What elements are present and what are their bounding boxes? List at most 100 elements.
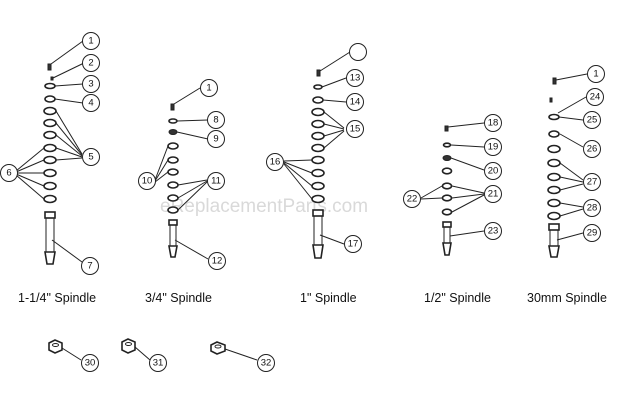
callout-21[interactable]: 21 <box>484 185 502 203</box>
spindle-shaft <box>548 223 560 258</box>
spindle-shaft <box>442 221 452 256</box>
svg-text:1: 1 <box>206 83 211 94</box>
callouts: 1 2 3 4 5 6 7 1 8 9 10 11 12 13 14 15 16… <box>0 32 605 372</box>
svg-text:10: 10 <box>142 176 153 187</box>
spacer <box>168 129 178 135</box>
svg-text:19: 19 <box>488 142 499 153</box>
spacer <box>44 95 56 103</box>
callout-15[interactable]: 15 <box>346 120 364 138</box>
callout-11[interactable]: 11 <box>207 172 225 190</box>
spindle-shaft <box>168 219 178 258</box>
callout-2[interactable]: 2 <box>82 54 100 72</box>
svg-text:13: 13 <box>350 73 361 84</box>
washer <box>44 82 56 90</box>
svg-text:15: 15 <box>350 124 361 135</box>
spindle-title-1-2: 1/2" Spindle <box>424 291 491 305</box>
svg-text:20: 20 <box>488 166 499 177</box>
set-screw <box>316 69 321 77</box>
callout-23[interactable]: 23 <box>484 222 502 240</box>
bearing-stack <box>311 107 325 204</box>
callout-13[interactable]: 13 <box>346 69 364 87</box>
callout-18[interactable]: 18 <box>484 114 502 132</box>
callout-8[interactable]: 8 <box>207 111 225 129</box>
callout-26[interactable]: 26 <box>583 140 601 158</box>
set-screw <box>47 63 52 71</box>
nut-30 <box>48 339 63 354</box>
svg-text:25: 25 <box>587 115 598 126</box>
svg-text:23: 23 <box>488 226 499 237</box>
watermark: eReplacementParts.com <box>160 196 368 217</box>
callout-9[interactable]: 9 <box>207 130 225 148</box>
svg-text:14: 14 <box>350 97 361 108</box>
bearing-stack <box>441 167 453 216</box>
spacer <box>312 96 324 104</box>
callout-32[interactable]: 32 <box>257 354 275 372</box>
callout-blank[interactable] <box>349 43 367 61</box>
callout-25[interactable]: 25 <box>583 111 601 129</box>
spindle-assembly-1-2 <box>441 125 453 256</box>
svg-text:2: 2 <box>88 58 93 69</box>
callout-24[interactable]: 24 <box>586 88 604 106</box>
bearing-stack <box>167 142 179 214</box>
callout-3[interactable]: 3 <box>82 75 100 93</box>
callout-6[interactable]: 6 <box>0 164 18 182</box>
callout-27[interactable]: 27 <box>583 173 601 191</box>
nut-31 <box>121 338 136 354</box>
set-screw <box>444 125 449 132</box>
spindle-assembly-1 <box>311 69 325 259</box>
callout-31[interactable]: 31 <box>149 354 167 372</box>
svg-text:6: 6 <box>6 168 11 179</box>
callout-10[interactable]: 10 <box>138 172 156 190</box>
spacer <box>548 130 560 138</box>
callout-19[interactable]: 19 <box>484 138 502 156</box>
callout-17[interactable]: 17 <box>344 235 362 253</box>
svg-text:18: 18 <box>488 118 499 129</box>
svg-text:27: 27 <box>587 177 598 188</box>
spindle-assembly-1-1-4 <box>43 63 57 265</box>
spindle-title-3-4: 3/4" Spindle <box>145 291 212 305</box>
leader-lines <box>15 40 588 361</box>
callout-16[interactable]: 16 <box>266 153 284 171</box>
washer <box>168 118 178 124</box>
washer <box>548 113 560 121</box>
svg-text:3: 3 <box>88 79 93 90</box>
svg-text:12: 12 <box>212 256 223 267</box>
svg-text:26: 26 <box>587 144 598 155</box>
callout-22[interactable]: 22 <box>403 190 421 208</box>
bearing-stack <box>547 144 561 221</box>
svg-text:11: 11 <box>211 176 221 187</box>
callout-30[interactable]: 30 <box>81 354 99 372</box>
callout-5[interactable]: 5 <box>82 148 100 166</box>
set-screw <box>552 77 557 85</box>
svg-text:1: 1 <box>88 36 93 47</box>
callout-4[interactable]: 4 <box>82 94 100 112</box>
svg-text:8: 8 <box>213 115 218 126</box>
callout-1-c[interactable]: 1 <box>587 65 605 83</box>
svg-text:28: 28 <box>587 203 598 214</box>
key <box>549 97 553 103</box>
washer <box>442 142 452 148</box>
callout-28[interactable]: 28 <box>583 199 601 217</box>
callout-12[interactable]: 12 <box>208 252 226 270</box>
bearing-stack <box>43 106 57 204</box>
spindle-shaft <box>44 211 56 265</box>
callout-29[interactable]: 29 <box>583 224 601 242</box>
svg-text:17: 17 <box>348 239 359 250</box>
callout-1-b[interactable]: 1 <box>200 79 218 97</box>
spindle-title-30mm: 30mm Spindle <box>527 291 607 305</box>
svg-text:29: 29 <box>587 228 598 239</box>
spindle-shaft <box>312 209 324 259</box>
callout-7[interactable]: 7 <box>81 257 99 275</box>
callout-1[interactable]: 1 <box>82 32 100 50</box>
spindle-title-1-1-4: 1-1/4" Spindle <box>18 291 96 305</box>
svg-text:31: 31 <box>153 358 164 369</box>
svg-text:4: 4 <box>88 98 93 109</box>
callout-14[interactable]: 14 <box>346 93 364 111</box>
svg-text:7: 7 <box>87 261 92 272</box>
spindle-titles: 1-1/4" Spindle 3/4" Spindle 1" Spindle 1… <box>18 291 607 305</box>
spacer <box>442 155 452 161</box>
set-screw <box>170 103 175 111</box>
washer <box>313 84 323 90</box>
callout-20[interactable]: 20 <box>484 162 502 180</box>
